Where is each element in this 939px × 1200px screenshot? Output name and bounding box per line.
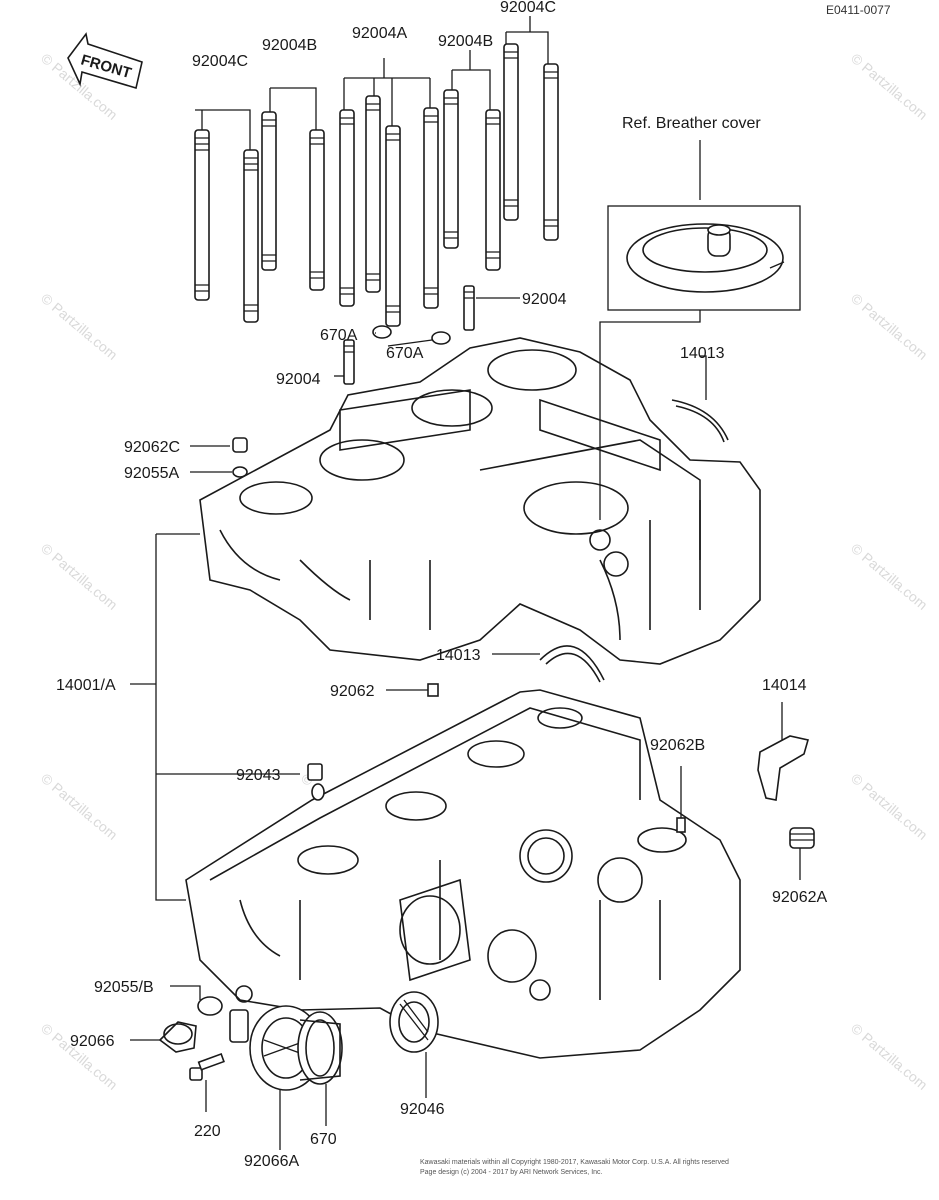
callout-label: 92062B: [650, 737, 705, 754]
bearing-half-icon: [545, 652, 601, 683]
bearing-half-icon: [675, 405, 725, 443]
callout-label: 92004: [522, 291, 567, 308]
copyright-line: Page design (c) 2004 - 2017 by ARI Netwo…: [420, 1169, 603, 1176]
clamp-icon: [229, 1009, 249, 1043]
callout-label: 92004: [276, 371, 321, 388]
short-stud-icon: [343, 339, 355, 385]
watermark-text: © Partzilla.com: [848, 540, 931, 613]
callout-label: 670A: [386, 345, 424, 362]
callout-label: 670: [310, 1131, 337, 1148]
small-plug-icon: [676, 817, 686, 833]
stud-bolt-icon: [485, 109, 501, 271]
stud-bolts: [194, 43, 559, 385]
callout-label: 92062C: [124, 439, 180, 456]
watermark-text: © Partzilla.com: [848, 1020, 931, 1093]
stud-bolt-icon: [339, 109, 355, 307]
washer-icon: [311, 783, 325, 801]
bracket-icon: [757, 735, 810, 801]
oring-icon: [297, 1011, 343, 1085]
dowel-pin-icon: [372, 325, 392, 339]
stud-bolt-icon: [543, 63, 559, 241]
callout-label: 92062A: [772, 889, 827, 906]
callout-label: 92043: [236, 767, 281, 784]
stud-bolt-icon: [365, 95, 381, 293]
washer-icon: [232, 466, 248, 478]
watermark-text: © Partzilla.com: [38, 290, 121, 363]
leader-lines: [130, 16, 801, 1150]
copyright-line: Kawasaki materials within all Copyright …: [420, 1159, 729, 1166]
callout-label: 92004B: [438, 33, 493, 50]
stud-bolt-icon: [423, 107, 439, 309]
callout-label: 14013: [680, 345, 725, 362]
callout-label: 92004B: [262, 37, 317, 54]
bolt-icon: [189, 1053, 225, 1081]
callout-label: 220: [194, 1123, 221, 1140]
stud-bolt-icon: [385, 125, 401, 327]
breather-cover-ref-label: Ref. Breather cover: [622, 115, 761, 132]
callout-label: 14014: [762, 677, 807, 694]
short-stud-icon: [463, 285, 475, 331]
stud-bolt-icon: [261, 111, 277, 271]
callout-label: 14001/A: [56, 677, 116, 694]
callout-label: 14013: [436, 647, 481, 664]
callout-label: 92055/B: [94, 979, 154, 996]
bearing-half-icon: [671, 399, 729, 441]
watermark-text: © Partzilla.com: [38, 770, 121, 843]
stud-bolt-icon: [243, 149, 259, 323]
diagram-code: E0411-0077: [826, 3, 891, 17]
callout-label: 92046: [400, 1101, 445, 1118]
watermark-text: © Partzilla.com: [848, 50, 931, 123]
callout-label: 92062: [330, 683, 375, 700]
callout-labels: 92004C 92004C 92004B 92004A 92004B 92004…: [56, 0, 827, 1170]
callout-label: 92004C: [192, 53, 248, 70]
callout-label: 92055A: [124, 465, 179, 482]
callout-label: 92066: [70, 1033, 115, 1050]
watermark-text: © Partzilla.com: [848, 290, 931, 363]
dowel-pin-icon: [431, 331, 451, 345]
stud-bolt-icon: [503, 43, 519, 221]
cap-nut-icon: [232, 437, 248, 453]
bearing-half-icon: [539, 645, 605, 681]
lower-crankcase: [185, 689, 741, 1059]
pin-icon: [307, 763, 323, 781]
breather-cover-box: [607, 205, 801, 311]
callout-label: 92004C: [500, 0, 556, 16]
small-plug-icon: [427, 683, 439, 697]
stud-bolt-icon: [309, 129, 325, 291]
drain-plug-icon: [158, 996, 223, 1053]
watermark-text: © Partzilla.com: [38, 1020, 121, 1093]
plug-icon: [789, 827, 815, 849]
stud-bolt-icon: [194, 129, 210, 301]
callout-label: 92004A: [352, 25, 407, 42]
watermark-text: © Partzilla.com: [38, 540, 121, 613]
callout-label: 92066A: [244, 1153, 299, 1170]
upper-crankcase: [199, 337, 761, 665]
watermark-text: © Partzilla.com: [848, 770, 931, 843]
front-arrow-icon: FRONT: [67, 32, 143, 90]
needle-bearing-icon: [389, 991, 439, 1053]
callout-label: 670A: [320, 327, 358, 344]
stud-bolt-icon: [443, 89, 459, 249]
